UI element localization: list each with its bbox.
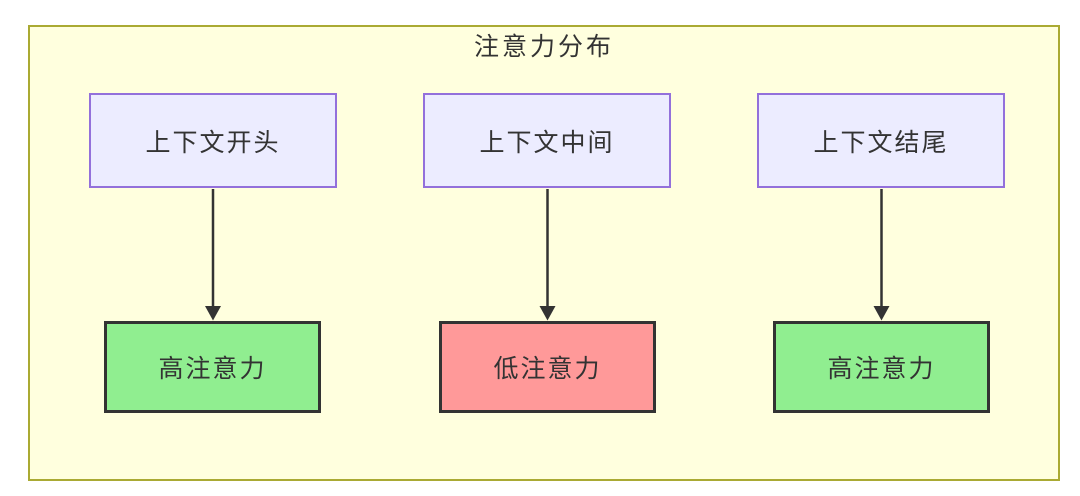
node-high-attention-right: 高注意力 (773, 321, 990, 413)
node-context-middle-label: 上下文中间 (479, 128, 615, 157)
node-context-start: 上下文开头 (89, 93, 337, 188)
node-high-attention-left-label: 高注意力 (158, 355, 267, 383)
node-high-attention-left: 高注意力 (104, 321, 321, 413)
diagram-title: 注意力分布 (473, 33, 614, 61)
node-low-attention-middle: 低注意力 (439, 321, 656, 413)
node-context-end: 上下文结尾 (757, 93, 1005, 188)
node-high-attention-right-label: 高注意力 (827, 355, 936, 383)
node-low-attention-middle-label: 低注意力 (493, 355, 602, 383)
node-context-middle: 上下文中间 (423, 93, 671, 188)
node-context-start-label: 上下文开头 (145, 128, 281, 157)
node-context-end-label: 上下文结尾 (813, 128, 949, 157)
